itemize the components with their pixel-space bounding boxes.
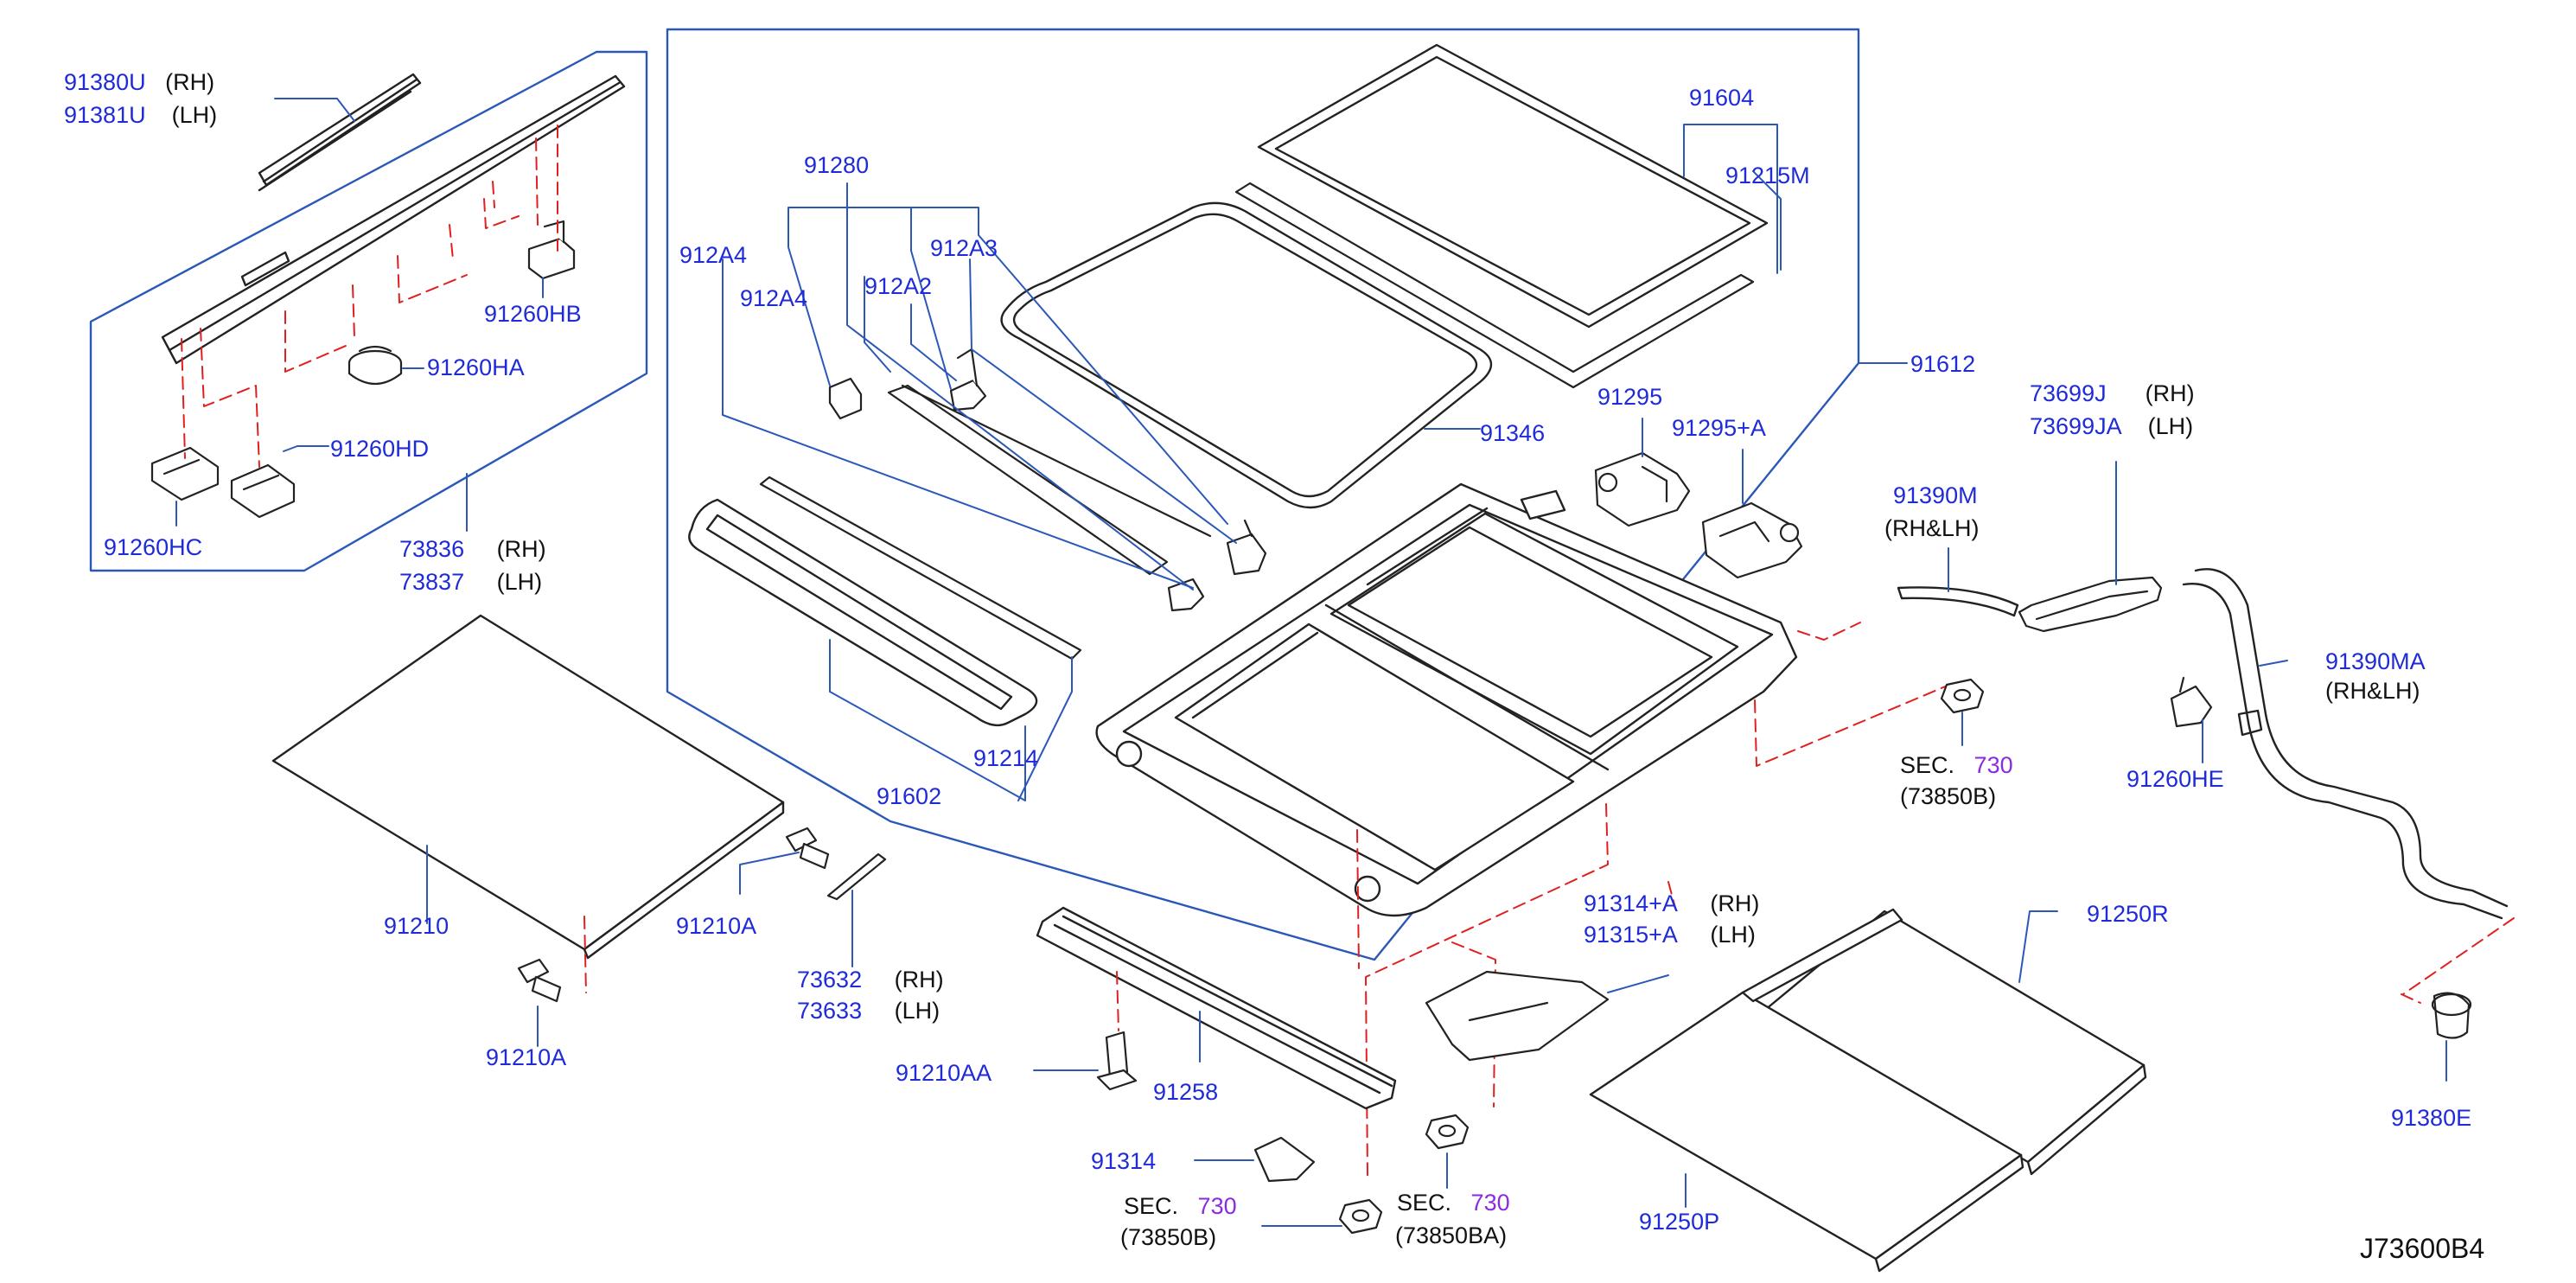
part-label-91210[interactable]: 91210 bbox=[384, 913, 450, 939]
crossmember-91258 bbox=[1036, 906, 1397, 1110]
molding-91380U bbox=[258, 73, 422, 192]
roof-panel-91210 bbox=[271, 614, 785, 960]
seal-91215M bbox=[1234, 182, 1755, 389]
part-label-91210AA[interactable]: 91210AA bbox=[896, 1060, 992, 1086]
part-label-91250P[interactable]: 91250P bbox=[1639, 1209, 1720, 1235]
part-label-91260HD[interactable]: 91260HD bbox=[330, 436, 430, 462]
part-label-912A4-inner[interactable]: 912A4 bbox=[740, 285, 808, 311]
part-label-91346[interactable]: 91346 bbox=[1480, 420, 1546, 446]
part-label-912A3[interactable]: 912A3 bbox=[930, 235, 998, 261]
leader-lines bbox=[175, 98, 2447, 1227]
part-label-91314[interactable]: 91314 bbox=[1091, 1148, 1157, 1174]
roof-rail-part bbox=[161, 74, 626, 365]
section-ref-73850B-right-code: (73850B) bbox=[1900, 783, 1997, 809]
part-label-91210A-lower[interactable]: 91210A bbox=[486, 1044, 567, 1070]
sunroof-frame-91612 bbox=[1095, 482, 1798, 917]
section-ref-73850BA[interactable]: SEC. 730 bbox=[1397, 1190, 1510, 1216]
section-ref-73850BA-code: (73850BA) bbox=[1395, 1222, 1508, 1248]
part-label-91390M[interactable]: 91390M bbox=[1893, 482, 1978, 508]
part-label-91215M[interactable]: 91215M bbox=[1725, 163, 1810, 188]
part-label-91380U[interactable]: 91380U (RH) bbox=[64, 69, 215, 95]
bracket-91314A bbox=[1425, 970, 1610, 1062]
part-label-91612[interactable]: 91612 bbox=[1910, 351, 1976, 377]
crossmember-dashes bbox=[1116, 971, 1119, 1031]
part-label-91214[interactable]: 91214 bbox=[973, 745, 1039, 771]
part-label-91295A[interactable]: 91295+A bbox=[1672, 415, 1766, 441]
glass-91604 bbox=[1257, 43, 1769, 329]
bolt-91210AA bbox=[1096, 1031, 1138, 1091]
bracket-91314 bbox=[1253, 1136, 1316, 1183]
part-label-73632[interactable]: 73632 (RH) bbox=[797, 967, 944, 993]
sunshade-91250P bbox=[1589, 908, 2024, 1273]
grommet-91380E bbox=[2431, 992, 2472, 1039]
part-label-73699JA[interactable]: 73699JA (LH) bbox=[2030, 413, 2194, 439]
section-ref-73850B-bottom[interactable]: SEC. 730 bbox=[1124, 1193, 1237, 1219]
sunroof-unit-group-frame bbox=[666, 28, 1860, 961]
part-label-73633[interactable]: 73633 (LH) bbox=[797, 998, 940, 1024]
group-frames bbox=[89, 28, 1860, 961]
roof-rail bbox=[161, 74, 626, 365]
clip-91260HB bbox=[527, 220, 576, 280]
hose-91390M bbox=[1897, 586, 2019, 617]
motor-91295A bbox=[1701, 501, 1803, 579]
part-label-91260HE[interactable]: 91260HE bbox=[2126, 766, 2224, 792]
part-label-91380E[interactable]: 91380E bbox=[2391, 1105, 2472, 1131]
hose-91390MA bbox=[2182, 568, 2509, 920]
part-label-91258[interactable]: 91258 bbox=[1153, 1079, 1219, 1105]
seal-73632 bbox=[826, 852, 887, 901]
part-label-73837[interactable]: 73837 (LH) bbox=[399, 569, 543, 595]
part-label-91295[interactable]: 91295 bbox=[1597, 384, 1663, 410]
part-label-91260HA[interactable]: 91260HA bbox=[427, 354, 525, 380]
part-label-91210A-upper[interactable]: 91210A bbox=[676, 913, 757, 939]
part-label-91260HC[interactable]: 91260HC bbox=[104, 534, 203, 560]
part-label-91260HB[interactable]: 91260HB bbox=[484, 301, 582, 327]
hose-dashes bbox=[2401, 917, 2515, 1004]
part-label-91381U[interactable]: 91381U (LH) bbox=[64, 102, 218, 128]
part-label-91315A[interactable]: 91315+A (LH) bbox=[1584, 922, 1756, 948]
part-label-73699J[interactable]: 73699J (RH) bbox=[2030, 380, 2195, 406]
roof-rail-group-frame bbox=[89, 50, 648, 572]
part-label-91604[interactable]: 91604 bbox=[1689, 85, 1755, 111]
roof-panel-dashes bbox=[583, 916, 587, 993]
clip-91260HA bbox=[348, 345, 403, 385]
clip-91260HD bbox=[230, 463, 296, 519]
roof-rail-dashes bbox=[181, 124, 558, 468]
part-label-91390M-qualifier: (RH&LH) bbox=[1884, 515, 1980, 541]
clip-91260HC bbox=[150, 446, 220, 501]
part-label-91390MA[interactable]: 91390MA bbox=[2325, 648, 2426, 674]
diagram-code: J73600B4 bbox=[2360, 1233, 2485, 1264]
part-label-91250R[interactable]: 91250R bbox=[2087, 901, 2169, 927]
part-label-91314A[interactable]: 91314+A (RH) bbox=[1584, 890, 1760, 916]
deflector-91280 bbox=[887, 384, 1212, 576]
part-label-91390MA-qualifier: (RH&LH) bbox=[2325, 678, 2420, 704]
part-label-912A4-outer[interactable]: 912A4 bbox=[679, 242, 748, 268]
part-label-73836[interactable]: 73836 (RH) bbox=[399, 536, 546, 562]
section-ref-73850B-bottom-code: (73850B) bbox=[1120, 1224, 1217, 1250]
weatherstrip-91346 bbox=[1000, 201, 1493, 509]
bracket-73699J bbox=[2018, 576, 2163, 633]
clips-912A bbox=[828, 348, 1267, 612]
nut-parts bbox=[1338, 678, 1985, 1235]
clip-91260HE bbox=[2170, 676, 2213, 728]
motor-91295 bbox=[1594, 451, 1691, 527]
part-label-91280[interactable]: 91280 bbox=[804, 152, 870, 178]
bolts-91210A bbox=[517, 827, 830, 1003]
part-label-91602[interactable]: 91602 bbox=[877, 783, 942, 809]
part-label-912A2[interactable]: 912A2 bbox=[864, 273, 933, 299]
section-ref-73850B-right[interactable]: SEC. 730 bbox=[1900, 752, 2013, 778]
sunshade-91602 bbox=[688, 498, 1038, 727]
seal-91214 bbox=[759, 476, 1082, 661]
